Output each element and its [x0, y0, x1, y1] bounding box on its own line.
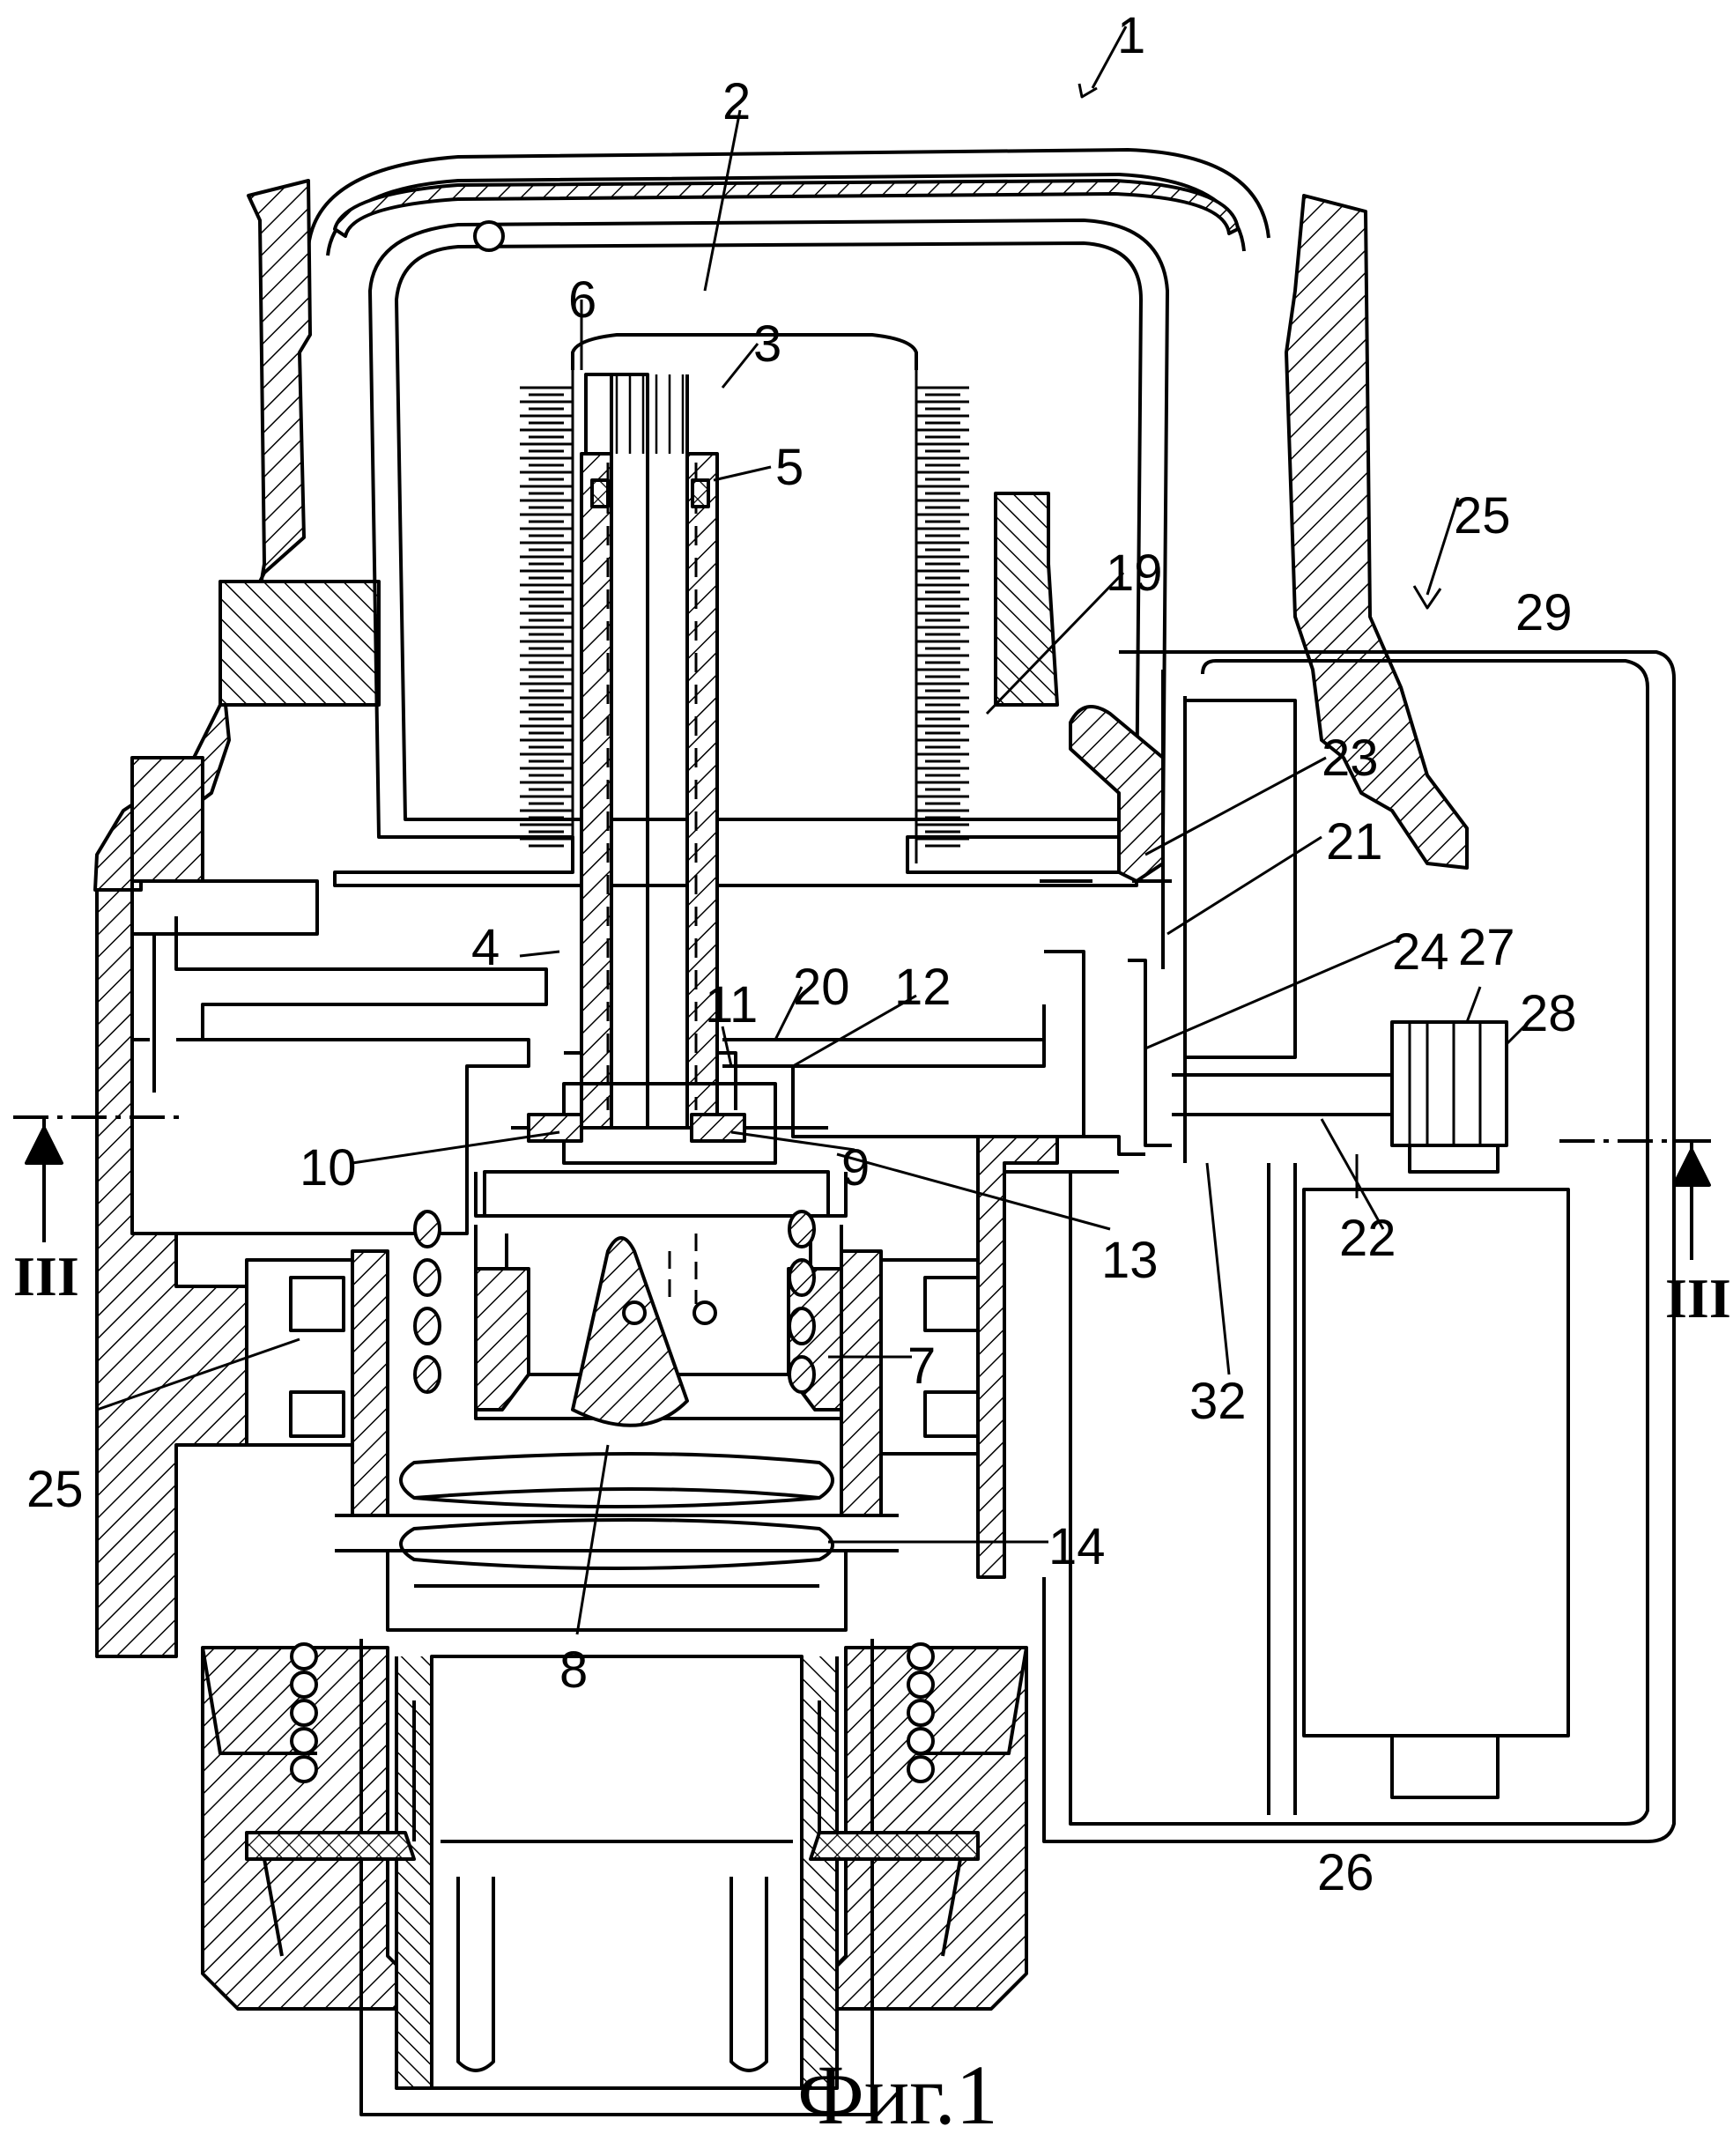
- label-3: 3: [753, 315, 781, 373]
- label-24: 24: [1392, 923, 1449, 981]
- label-19: 19: [1106, 545, 1163, 602]
- section-mark-right: III: [1665, 1267, 1731, 1330]
- label-4: 4: [471, 919, 500, 976]
- label-29: 29: [1515, 584, 1573, 641]
- label-21: 21: [1326, 813, 1383, 871]
- label-32: 32: [1189, 1373, 1247, 1430]
- label-26: 26: [1317, 1844, 1374, 1901]
- label-7: 7: [907, 1337, 936, 1395]
- label-6: 6: [568, 271, 596, 329]
- label-11: 11: [705, 976, 758, 1034]
- section-mark-left: III: [13, 1245, 79, 1308]
- right-outer-housing: [996, 196, 1467, 868]
- label-9: 9: [841, 1139, 870, 1197]
- label-25-top: 25: [1454, 487, 1511, 545]
- valve-insert: [247, 1172, 996, 1551]
- label-5: 5: [775, 439, 804, 496]
- left-mid-housing: [132, 758, 317, 1093]
- label-27: 27: [1458, 919, 1515, 976]
- figure-caption: Фиг.1: [797, 2048, 998, 2142]
- label-25-left: 25: [26, 1461, 84, 1518]
- label-8: 8: [559, 1641, 588, 1699]
- label-14: 14: [1048, 1518, 1106, 1575]
- label-2: 2: [722, 73, 751, 130]
- label-20: 20: [793, 959, 850, 1016]
- label-13: 13: [1101, 1232, 1159, 1289]
- top-cap: [308, 150, 1269, 256]
- bottom-connector: [203, 1551, 1026, 2115]
- valve-stem: [581, 374, 717, 1128]
- label-22: 22: [1339, 1210, 1396, 1267]
- label-1: 1: [1117, 7, 1145, 64]
- label-12: 12: [894, 959, 952, 1016]
- connector-19-23: [1040, 707, 1172, 881]
- label-28: 28: [1520, 985, 1577, 1042]
- label-23: 23: [1322, 730, 1379, 787]
- label-10: 10: [300, 1139, 357, 1197]
